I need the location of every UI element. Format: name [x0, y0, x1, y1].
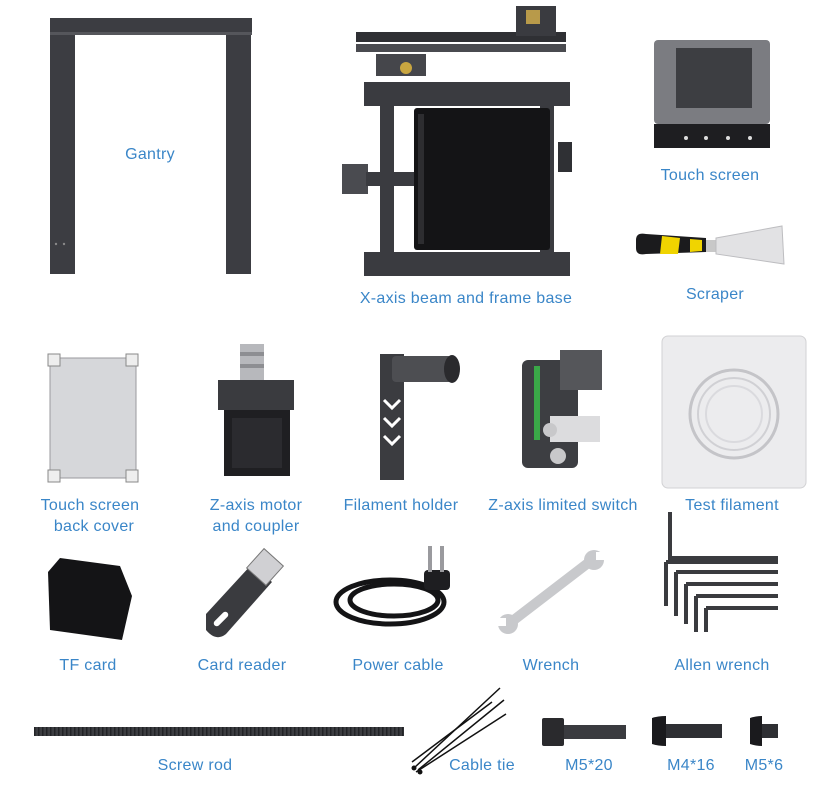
- wrench-label: Wrench: [522, 657, 580, 674]
- xaxis-frame-image: [342, 6, 572, 276]
- touch-screen-label: Touch screen: [660, 167, 760, 184]
- cable-tie-label: Cable tie: [449, 757, 515, 774]
- screw-rod-image: [34, 727, 404, 736]
- scraper-image: [636, 225, 785, 265]
- zaxis-motor-label-1: Z-axis motor: [209, 497, 303, 514]
- gantry-label: Gantry: [125, 146, 175, 163]
- screw-m5-6-label: M5*6: [744, 757, 784, 774]
- filament-holder-label: Filament holder: [343, 497, 459, 514]
- test-filament-label: Test filament: [685, 497, 779, 514]
- screw-m5-6-image: [750, 716, 778, 746]
- cable-tie-image: [411, 687, 507, 775]
- card-reader-label: Card reader: [197, 657, 287, 674]
- power-cable-label: Power cable: [352, 657, 444, 674]
- xaxis-frame-label: X-axis beam and frame base: [359, 290, 573, 307]
- zaxis-switch-label: Z-axis limited switch: [488, 497, 638, 514]
- touch-screen-cover-image: [47, 353, 139, 483]
- tf-card-image: [48, 558, 132, 640]
- scraper-label: Scraper: [685, 286, 745, 303]
- filament-holder-image: [380, 354, 460, 480]
- zaxis-motor-label-2: and coupler: [212, 518, 300, 535]
- test-filament-image: [661, 335, 807, 489]
- screw-m4-16-label: M4*16: [667, 757, 715, 774]
- allen-wrench-label: Allen wrench: [674, 657, 770, 674]
- zaxis-switch-image: [522, 350, 602, 468]
- tf-card-label: TF card: [59, 657, 117, 674]
- touch-screen-image: [654, 40, 770, 148]
- allen-wrench-image: [664, 512, 778, 632]
- zaxis-motor-image: [218, 344, 294, 476]
- screw-m5-20-label: M5*20: [565, 757, 613, 774]
- screw-m5-20-image: [542, 718, 626, 746]
- wrench-image: [498, 550, 604, 634]
- screw-rod-label: Screw rod: [157, 757, 233, 774]
- touch-screen-cover-label-1: Touch screen: [40, 497, 140, 514]
- touch-screen-cover-label-2: back cover: [53, 518, 135, 535]
- screw-m4-16-image: [652, 716, 722, 746]
- gantry-image: [50, 18, 252, 274]
- power-cable-image: [333, 546, 450, 627]
- card-reader-image: [206, 547, 285, 638]
